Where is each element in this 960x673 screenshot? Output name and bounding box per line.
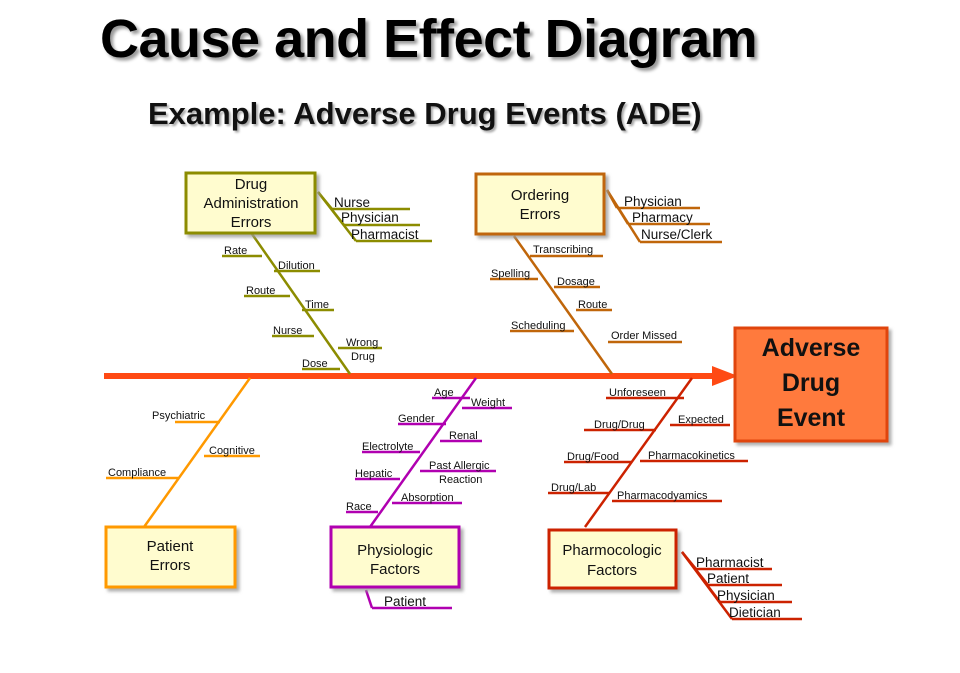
label-drug: Drug bbox=[351, 351, 375, 363]
branch-pharmacologic bbox=[548, 377, 802, 621]
subtitle-main: Example: Adverse Drug Events bbox=[148, 96, 607, 131]
label-cognitive: Cognitive bbox=[209, 445, 255, 457]
label-physician-order: Physician bbox=[624, 194, 682, 209]
box-physiologic bbox=[329, 525, 461, 589]
label-drug-lab: Drug/Lab bbox=[551, 482, 596, 494]
label-pharmacokinetics: Pharmacokinetics bbox=[648, 450, 735, 462]
effect-box bbox=[733, 326, 889, 443]
label-order-missed: Order Missed bbox=[611, 330, 677, 342]
label-physician: Physician bbox=[341, 210, 399, 225]
box-drug-administration-line-2: Administration bbox=[203, 195, 298, 212]
label-dietician: Dietician bbox=[729, 605, 781, 620]
box-patient-line-2: Errors bbox=[150, 557, 191, 574]
box-physiologic-line-1: Physiologic bbox=[357, 542, 433, 559]
label-nurse: Nurse bbox=[334, 195, 370, 210]
label-hepatic: Hepatic bbox=[355, 468, 393, 480]
label-rate: Rate bbox=[224, 245, 247, 257]
label-expected: Expected bbox=[678, 414, 724, 426]
label-electrolyte: Electrolyte bbox=[362, 441, 413, 453]
label-wrong: Wrong bbox=[346, 337, 378, 349]
label-compliance: Compliance bbox=[108, 467, 166, 479]
label-pharmacodyamics: Pharmacodyamics bbox=[617, 490, 708, 502]
box-ordering bbox=[474, 172, 606, 236]
label-dilution: Dilution bbox=[278, 260, 315, 272]
box-patient-line-1: Patient bbox=[147, 538, 195, 555]
branch-physiologic bbox=[346, 377, 512, 610]
label-unforeseen: Unforeseen bbox=[609, 387, 666, 399]
label-weight: Weight bbox=[471, 397, 505, 409]
box-ordering-line-2: Errors bbox=[520, 206, 561, 223]
effect-line-3: Event bbox=[777, 404, 846, 432]
box-drug-administration-line-3: Errors bbox=[231, 214, 272, 231]
label-time: Time bbox=[305, 299, 329, 311]
label-dose: Dose bbox=[302, 358, 328, 370]
label-pharmacist: Pharmacist bbox=[351, 227, 419, 242]
label-nurse-cause: Nurse bbox=[273, 325, 302, 337]
box-physiologic-line-2: Factors bbox=[370, 561, 420, 578]
label-patient-pharm: Patient bbox=[707, 571, 749, 586]
box-drug-administration bbox=[184, 171, 317, 235]
box-patient bbox=[104, 525, 237, 589]
label-reaction: Reaction bbox=[439, 474, 482, 486]
box-pharmacologic-line-2: Factors bbox=[587, 562, 637, 579]
box-pharmacologic bbox=[547, 528, 678, 590]
label-pharmacist-pharm: Pharmacist bbox=[696, 555, 764, 570]
label-patient-physio: Patient bbox=[384, 594, 426, 609]
diagram-title: Cause and Effect Diagram bbox=[100, 9, 758, 69]
label-absorption: Absorption bbox=[401, 492, 454, 504]
label-spelling: Spelling bbox=[491, 268, 530, 280]
box-drug-administration-line-1: Drug bbox=[235, 176, 268, 193]
label-drug-drug: Drug/Drug bbox=[594, 419, 645, 431]
label-age: Age bbox=[434, 387, 454, 399]
diagram-subtitle: Example: Adverse Drug Events (ADE) bbox=[148, 96, 702, 132]
box-ordering-line-1: Ordering bbox=[511, 187, 569, 204]
label-race: Race bbox=[346, 501, 372, 513]
label-route: Route bbox=[246, 285, 275, 297]
branch-patient bbox=[106, 377, 260, 528]
label-scheduling: Scheduling bbox=[511, 320, 565, 332]
effect-line-1: Adverse bbox=[762, 334, 861, 362]
branch-drug-administration bbox=[222, 191, 432, 375]
label-nurse-clerk: Nurse/Clerk bbox=[641, 227, 713, 242]
effect-line-2: Drug bbox=[782, 369, 840, 397]
label-psychiatric: Psychiatric bbox=[152, 410, 206, 422]
label-past-allergic: Past Allergic bbox=[429, 460, 490, 472]
label-transcribing: Transcribing bbox=[533, 244, 593, 256]
spine-arrowhead bbox=[712, 366, 738, 386]
label-physician-pharm: Physician bbox=[717, 588, 775, 603]
label-renal: Renal bbox=[449, 430, 478, 442]
label-gender: Gender bbox=[398, 413, 435, 425]
label-drug-food: Drug/Food bbox=[567, 451, 619, 463]
label-pharmacy: Pharmacy bbox=[632, 210, 693, 225]
box-pharmacologic-line-1: Pharmocologic bbox=[562, 542, 662, 559]
branch-ordering bbox=[490, 189, 722, 375]
label-dosage: Dosage bbox=[557, 276, 595, 288]
subtitle-suffix: (ADE) bbox=[615, 96, 702, 131]
label-route-order: Route bbox=[578, 299, 607, 311]
